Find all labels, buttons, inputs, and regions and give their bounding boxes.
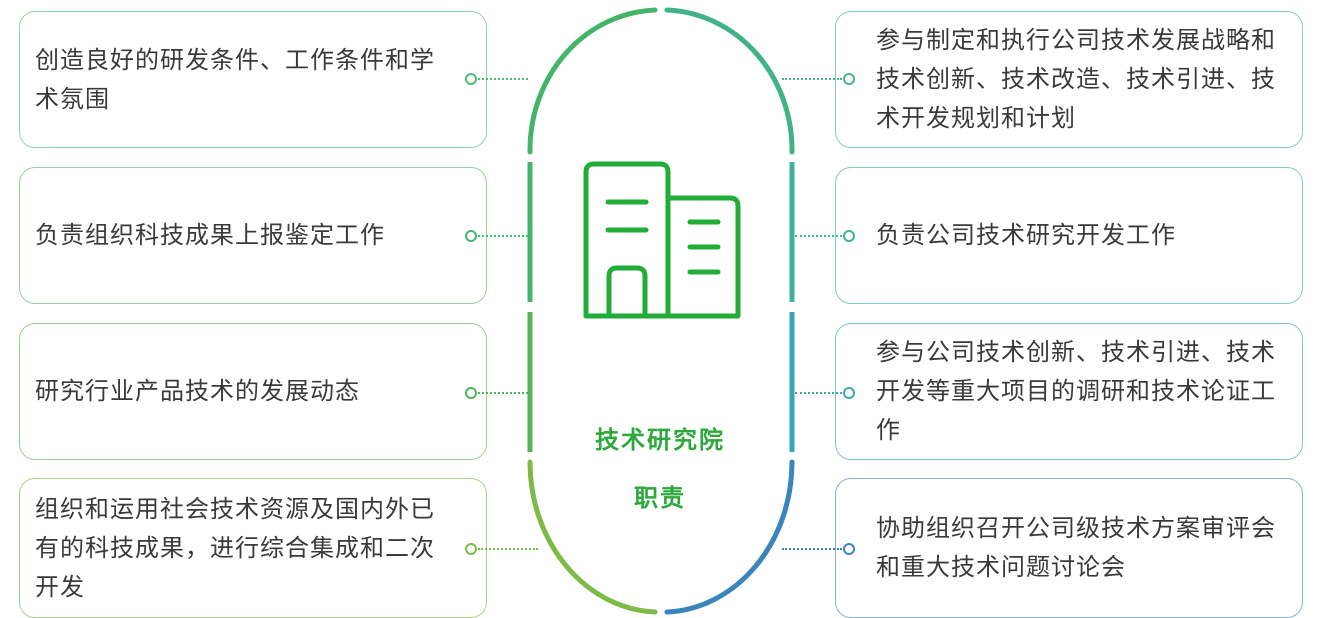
left-card-2: 负责组织科技成果上报鉴定工作 [19,167,487,304]
capsule-top-right-arc [664,7,795,155]
right-card-3-text: 参与公司技术创新、技术引进、技术开发等重大项目的调研和技术论证工作 [876,338,1276,444]
left-card-3-text: 研究行业产品技术的发展动态 [35,377,360,405]
office-building-icon [583,161,741,319]
right-connector-dot-2 [843,230,855,242]
left-card-1-text: 创造良好的研发条件、工作条件和学术氛围 [35,45,435,113]
left-connector-dot-1 [465,73,477,85]
left-connector-dot-3 [465,387,477,399]
right-card-3: 参与公司技术创新、技术引进、技术开发等重大项目的调研和技术论证工作 [835,323,1303,460]
right-connector-line-2 [795,235,842,237]
right-card-4: 协助组织召开公司级技术方案审评会和重大技术问题讨论会 [835,478,1303,618]
capsule-bottom-right-arc [664,459,795,615]
capsule-bottom-left-arc [527,459,658,615]
left-connector-line-2 [478,235,528,237]
left-connector-line-3 [478,392,528,394]
right-connector-dot-1 [843,73,855,85]
right-connector-dot-4 [843,543,855,555]
right-card-1: 参与制定和执行公司技术发展战略和技术创新、技术改造、技术引进、技术开发规划和计划 [835,11,1303,148]
right-connector-dot-3 [843,387,855,399]
right-connector-line-1 [782,78,842,80]
left-card-1: 创造良好的研发条件、工作条件和学术氛围 [19,11,487,148]
left-connector-dot-2 [465,230,477,242]
left-connector-dot-4 [465,543,477,555]
left-card-4: 组织和运用社会技术资源及国内外已有的科技成果，进行综合集成和二次开发 [19,478,487,618]
left-card-4-text: 组织和运用社会技术资源及国内外已有的科技成果，进行综合集成和二次开发 [35,494,435,601]
left-card-3: 研究行业产品技术的发展动态 [19,323,487,460]
right-card-2: 负责公司技术研究开发工作 [835,167,1303,304]
right-connector-line-3 [795,392,842,394]
center-title: 技术研究院 [595,426,725,454]
center-subtitle: 职责 [634,484,686,512]
right-card-2-text: 负责公司技术研究开发工作 [876,221,1176,249]
right-connector-line-4 [782,548,842,550]
left-card-2-text: 负责组织科技成果上报鉴定工作 [35,221,385,249]
right-card-4-text: 协助组织召开公司级技术方案审评会和重大技术问题讨论会 [876,514,1276,581]
capsule-top-left-arc [527,7,658,155]
right-card-1-text: 参与制定和执行公司技术发展战略和技术创新、技术改造、技术引进、技术开发规划和计划 [876,26,1276,132]
left-connector-line-4 [478,548,538,550]
left-connector-line-1 [478,78,528,80]
